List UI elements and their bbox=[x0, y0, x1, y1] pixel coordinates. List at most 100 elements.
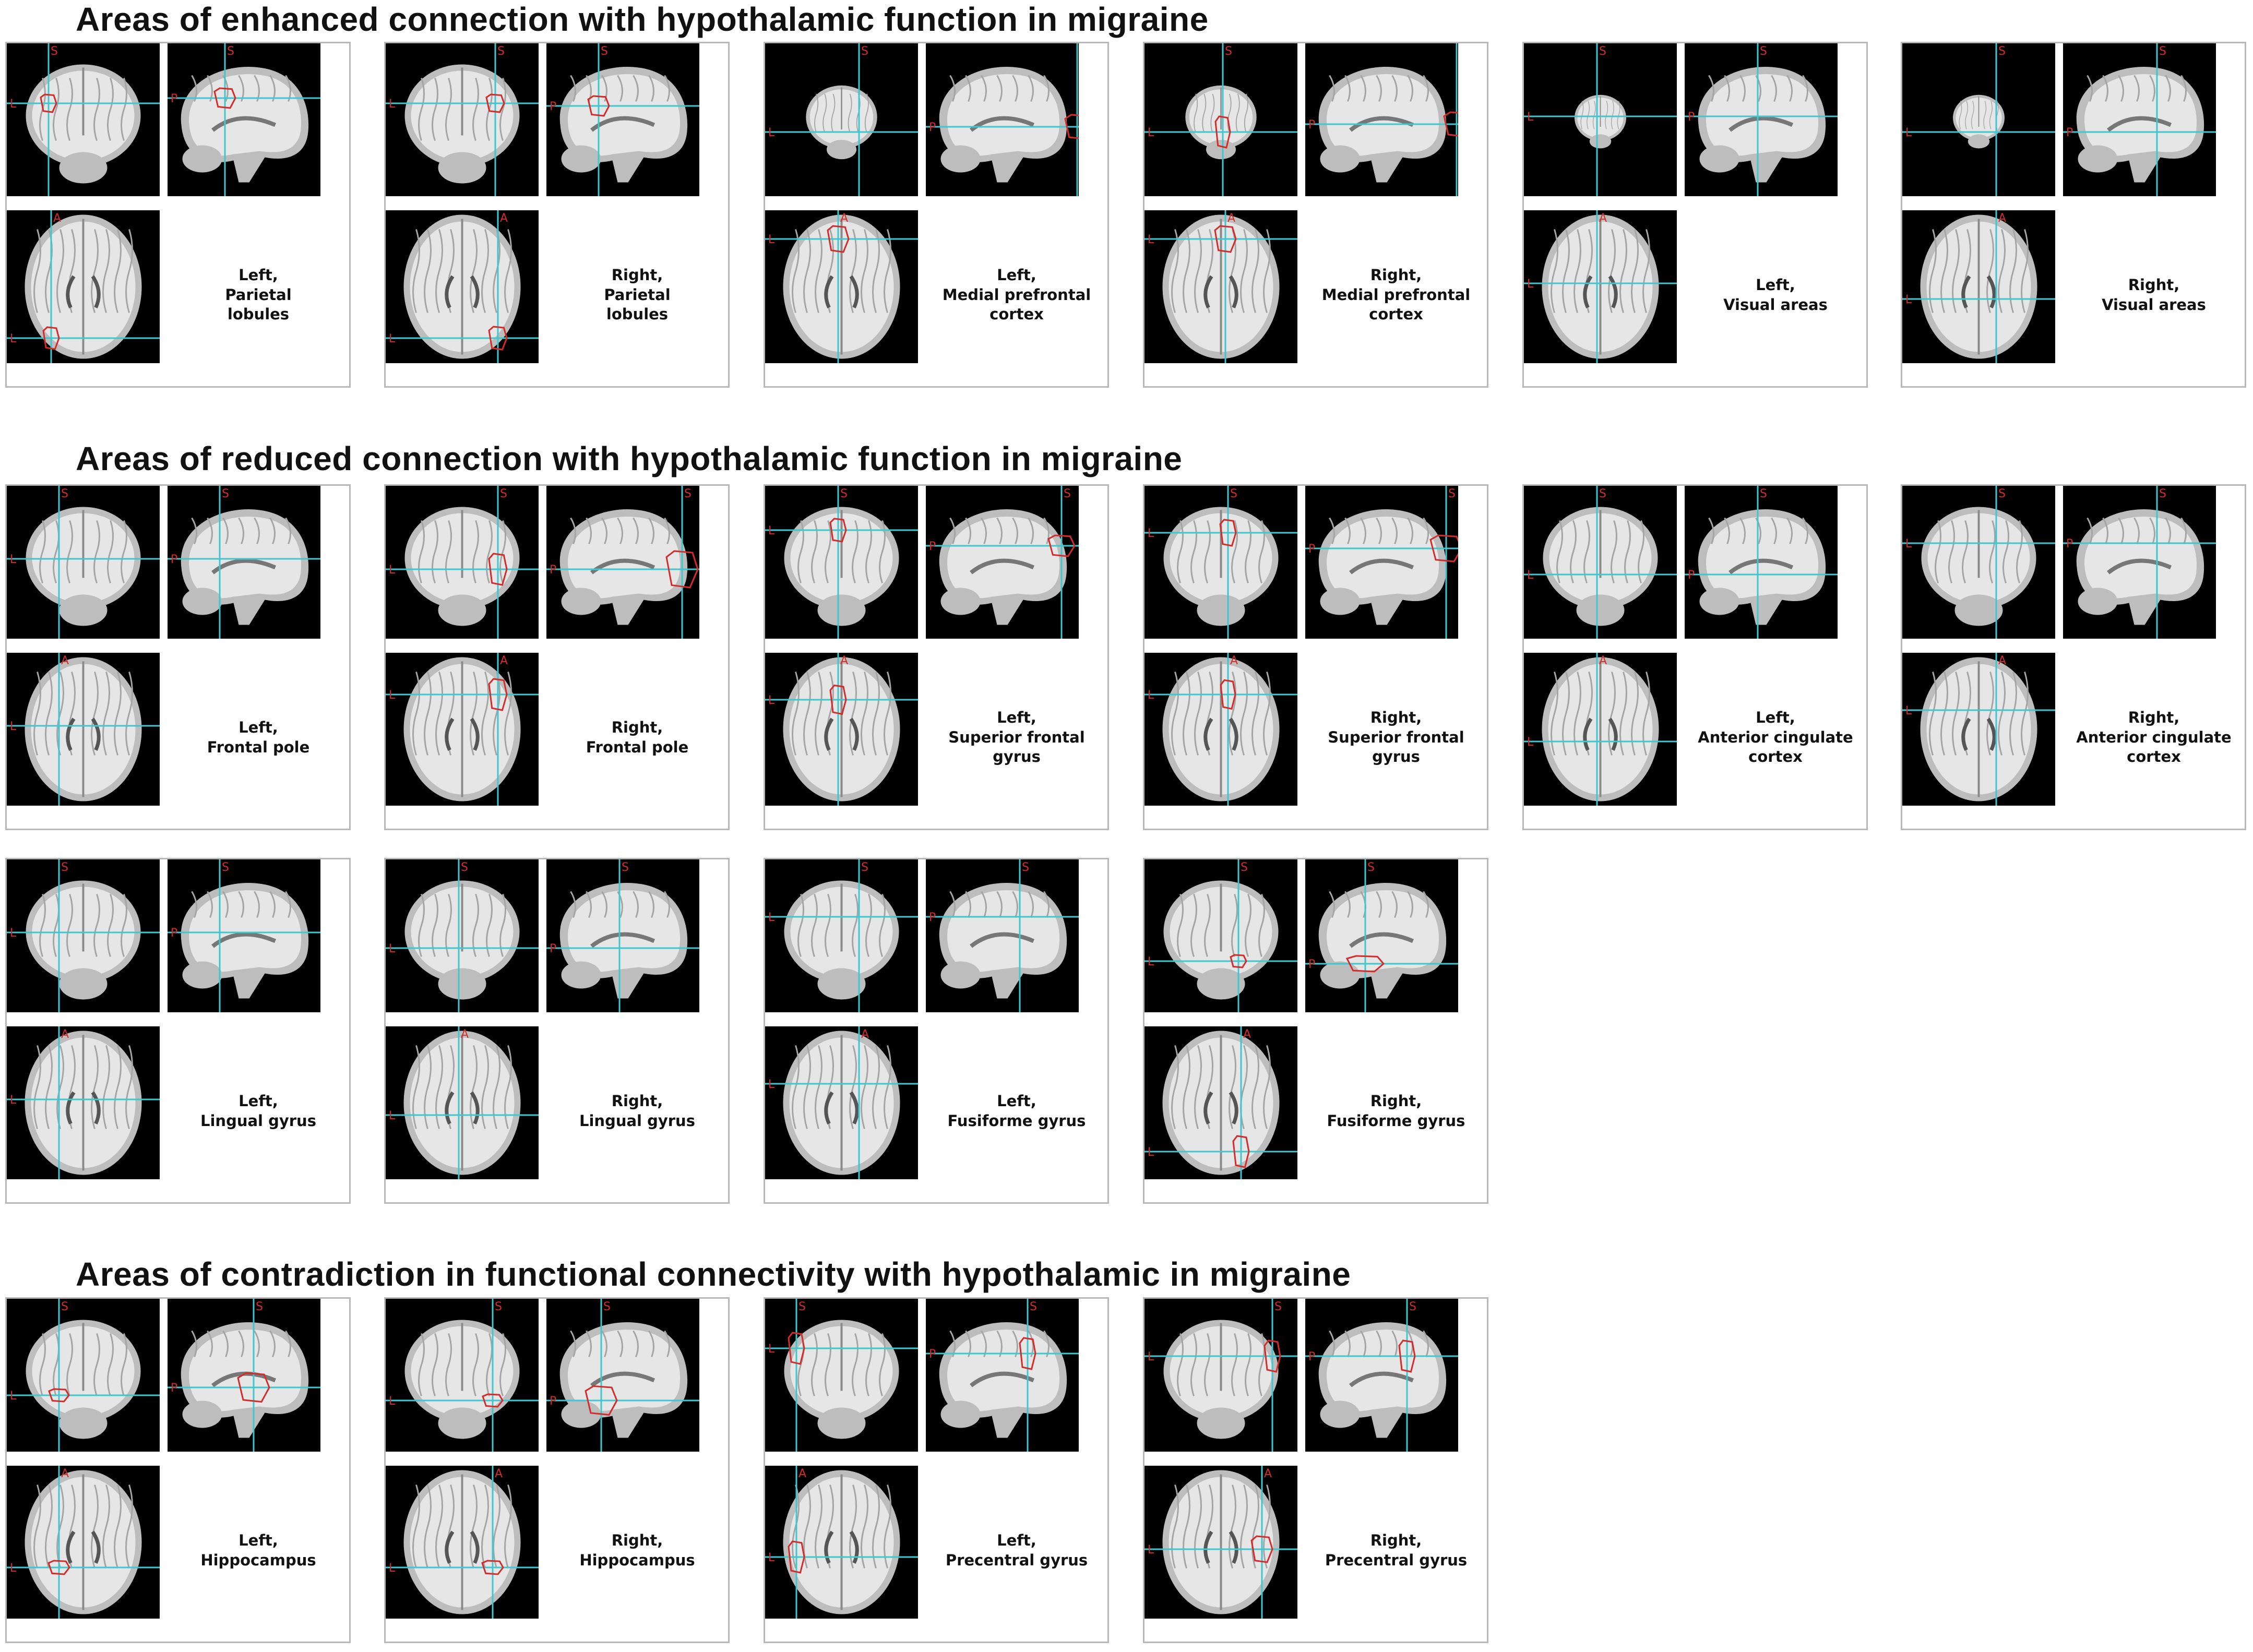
brain-sag-slice bbox=[559, 66, 688, 183]
orientation-side-label: L bbox=[1148, 126, 1154, 139]
brain-ax-slice bbox=[783, 1031, 900, 1175]
caption-side: Left, bbox=[1756, 708, 1795, 726]
caption-region-line: Medial prefrontal bbox=[1321, 285, 1471, 304]
orientation-side-label: L bbox=[389, 1109, 396, 1122]
caption-region-line: Precentral gyrus bbox=[1325, 1551, 1468, 1569]
roi-outline bbox=[1064, 114, 1079, 139]
orientation-top-label: A bbox=[1599, 212, 1607, 225]
orientation-top-label: S bbox=[861, 861, 868, 874]
brain-ax-slice bbox=[1542, 214, 1659, 359]
caption-region-line: Medial prefrontal bbox=[942, 285, 1091, 304]
orientation-side-label: L bbox=[10, 720, 17, 733]
orientation-top-label: S bbox=[2159, 487, 2166, 500]
orientation-side-label: L bbox=[389, 942, 396, 955]
caption-side: Right, bbox=[611, 718, 663, 736]
brain-ax-slice bbox=[403, 657, 521, 801]
orientation-side-label: L bbox=[1905, 293, 1912, 306]
caption-side: Right, bbox=[1370, 1531, 1422, 1549]
brain-sag-slice bbox=[1318, 882, 1447, 999]
caption-region-line: Parietal bbox=[604, 285, 671, 304]
brain-cor-slice bbox=[26, 64, 141, 184]
brain-sag-slice bbox=[1698, 66, 1826, 183]
brain-ax-slice bbox=[783, 657, 900, 801]
brain-ax-slice bbox=[1920, 214, 2037, 359]
region-caption: Left,Superior frontal gyrus bbox=[926, 647, 1107, 829]
orientation-side-label: L bbox=[768, 126, 775, 139]
orientation-side-label: L bbox=[389, 332, 396, 345]
caption-region-line: Lingual gyrus bbox=[200, 1111, 316, 1130]
brain-cor-slice bbox=[404, 64, 520, 184]
orientation-side-label: P bbox=[929, 1348, 936, 1361]
caption-region-line: Anterior cingulate bbox=[2076, 728, 2232, 746]
caption-region-line: Superior frontal gyrus bbox=[1328, 728, 1464, 766]
caption-side: Right, bbox=[611, 1531, 663, 1549]
brain-ax-slice bbox=[25, 214, 142, 359]
brain-ax-slice bbox=[783, 214, 900, 359]
orientation-top-label: S bbox=[497, 45, 505, 58]
brain-sag-slice bbox=[559, 882, 688, 999]
orientation-side-label: L bbox=[1148, 689, 1154, 702]
brain-cor-slice bbox=[404, 1320, 520, 1439]
orientation-side-label: L bbox=[10, 332, 17, 345]
brain-ax-slice bbox=[25, 1031, 142, 1175]
caption-region-line: cortex bbox=[2127, 748, 2181, 766]
orientation-top-label: S bbox=[222, 861, 229, 874]
region-caption: Right,Hippocampus bbox=[546, 1459, 728, 1642]
orientation-side-label: P bbox=[2066, 537, 2073, 550]
orientation-top-label: S bbox=[256, 1300, 263, 1313]
roi-outline bbox=[485, 93, 505, 113]
brain-cor-slice bbox=[1543, 507, 1658, 626]
orientation-top-label: S bbox=[61, 1300, 68, 1313]
caption-side: Right, bbox=[611, 266, 663, 284]
orientation-side-label: P bbox=[171, 1382, 177, 1395]
orientation-top-label: S bbox=[1409, 1300, 1416, 1313]
roi-outline bbox=[213, 87, 236, 109]
roi-outline bbox=[788, 1540, 805, 1574]
orientation-top-label: A bbox=[840, 212, 848, 225]
region-caption: Right,Superior frontal gyrus bbox=[1305, 647, 1487, 829]
sagittal-view: SP bbox=[1305, 43, 1458, 196]
orientation-side-label: L bbox=[389, 689, 396, 702]
orientation-side-label: L bbox=[1148, 1146, 1154, 1159]
orientation-top-label: A bbox=[1243, 1028, 1251, 1041]
brain-cor-slice bbox=[1163, 880, 1279, 1000]
orientation-top-label: S bbox=[1030, 1300, 1037, 1313]
orientation-side-label: P bbox=[929, 540, 936, 553]
orientation-top-label: S bbox=[1225, 45, 1232, 58]
orientation-top-label: S bbox=[1448, 487, 1456, 500]
roi-outline bbox=[1230, 954, 1247, 968]
brain-sag-slice bbox=[2076, 66, 2204, 183]
brain-cor-slice bbox=[404, 880, 520, 1000]
orientation-side-label: L bbox=[10, 553, 17, 566]
brain-cor-slice bbox=[1185, 85, 1257, 160]
brain-ax-slice bbox=[403, 214, 521, 359]
